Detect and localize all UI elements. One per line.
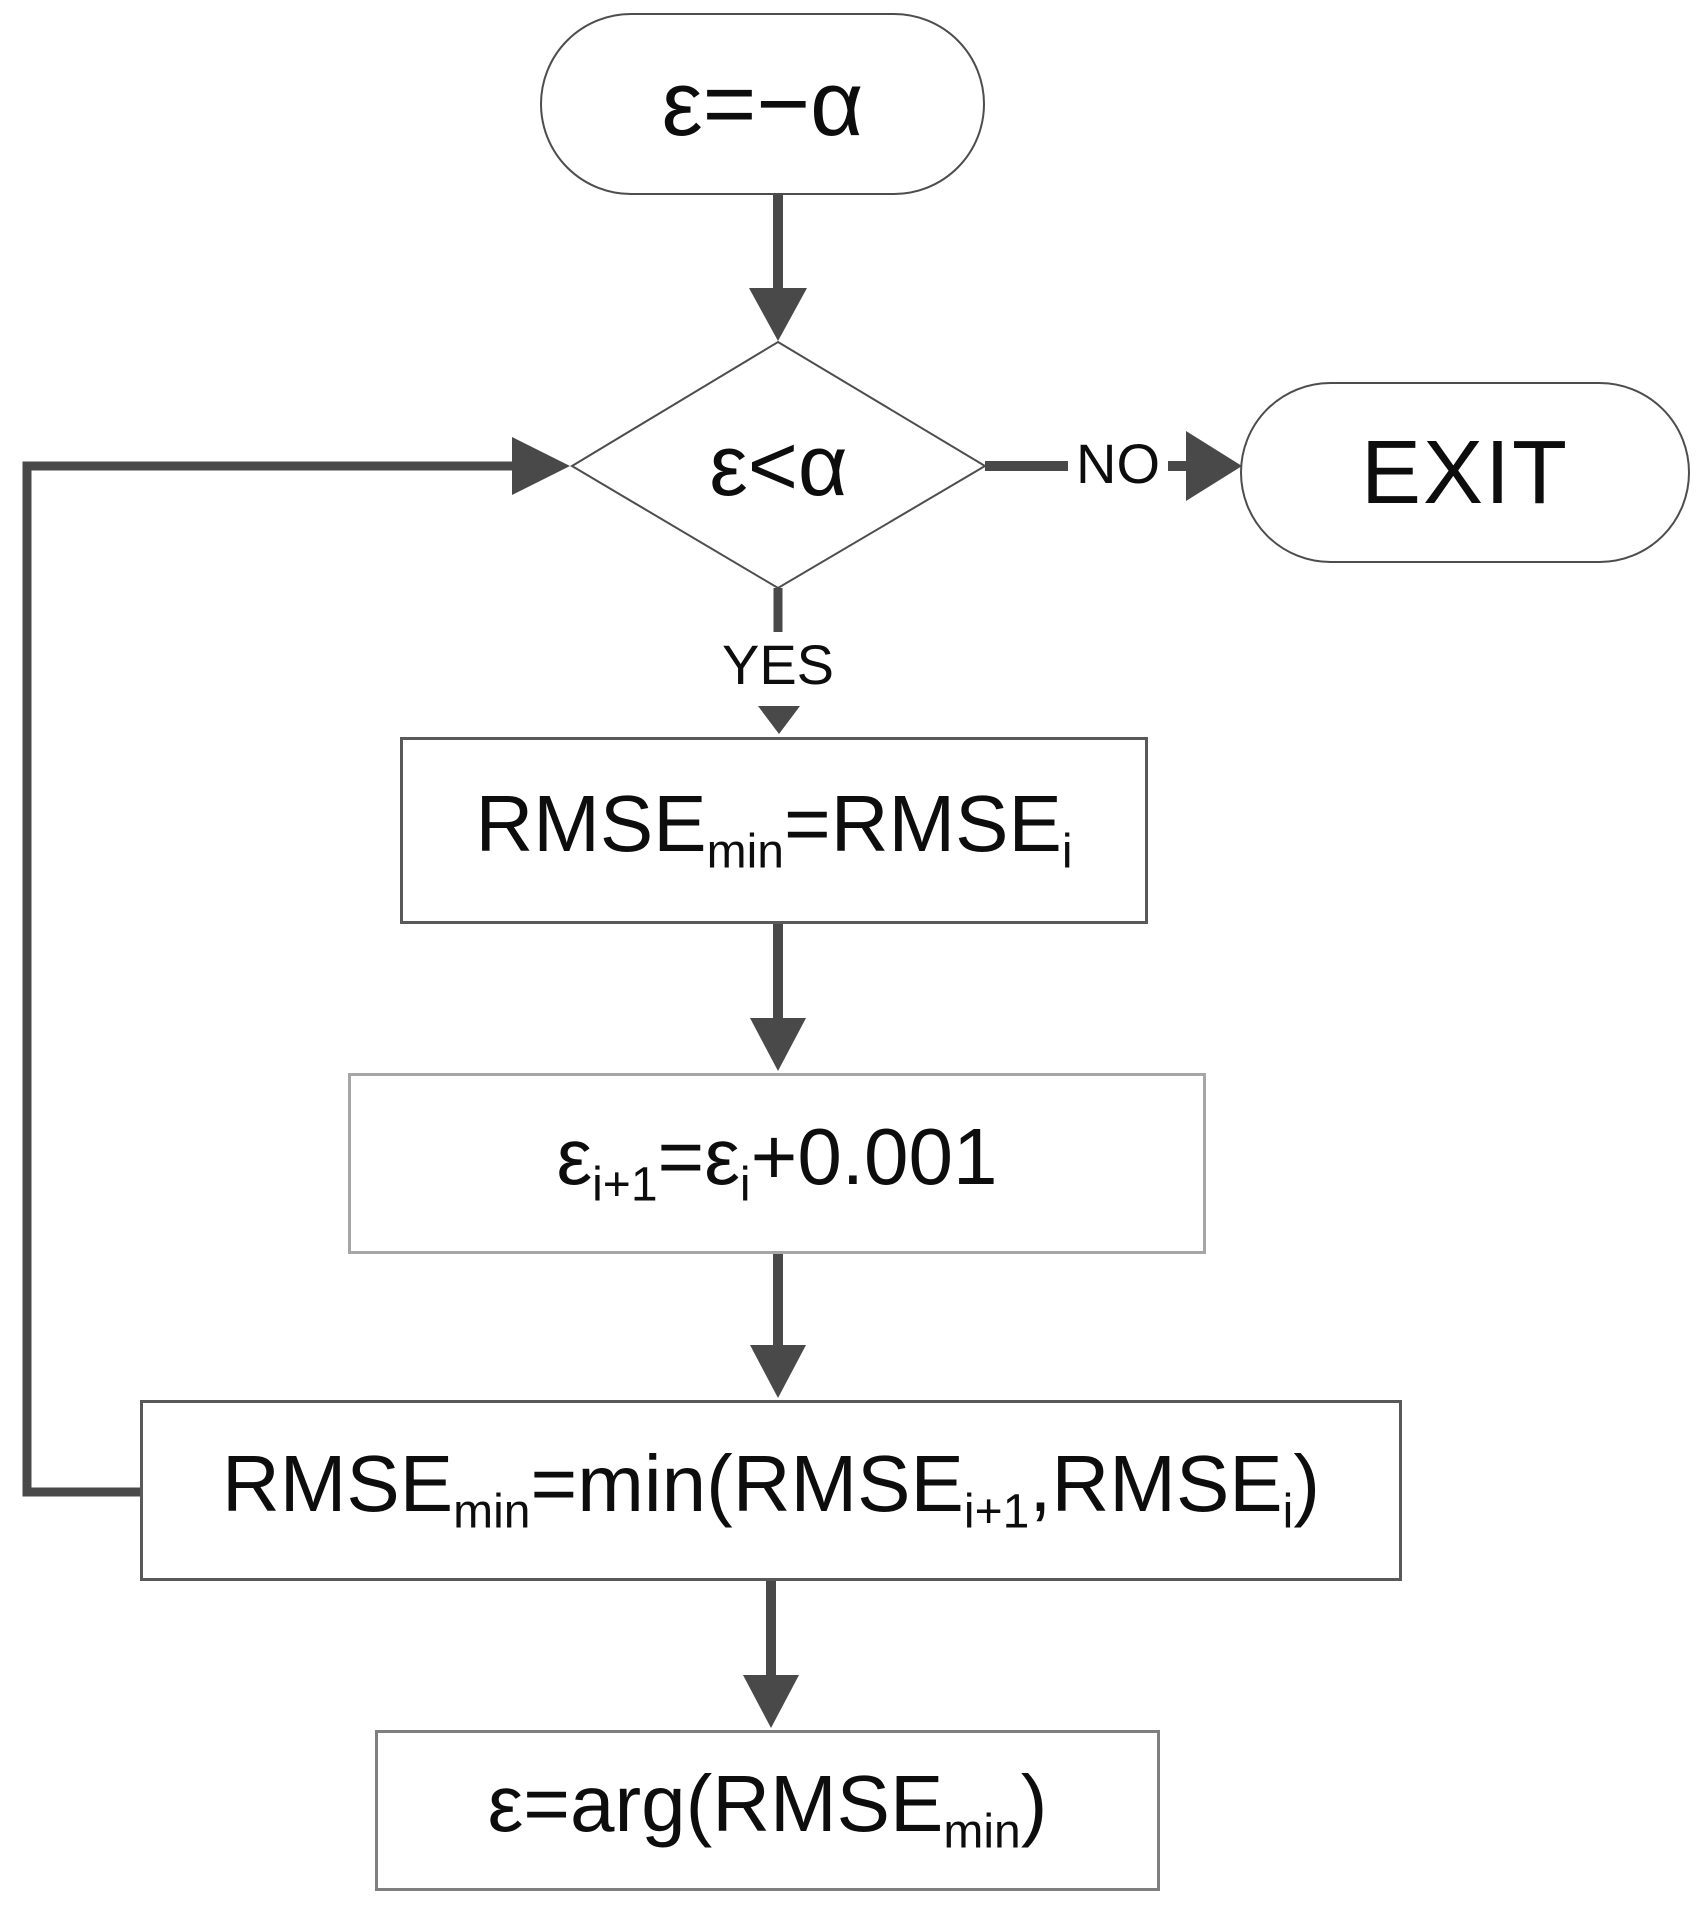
exit-node: EXIT [1240, 382, 1690, 563]
process-rmse-min-label: RMSEmin=min(RMSEi+1,RMSEi) [222, 1439, 1320, 1539]
process-rmse-init-node: RMSEmin=RMSEi [400, 737, 1148, 924]
loop-back-connector-line [22, 461, 512, 1497]
process-epsilon-increment-node: εi+1=εi+0.001 [348, 1073, 1206, 1254]
no-edge-label: NO [1068, 432, 1168, 496]
arrow-rmse-init-to-increment-head [750, 1018, 806, 1071]
loop-back-connector-head [512, 437, 570, 495]
process-rmse-init-label: RMSEmin=RMSEi [475, 779, 1073, 879]
process-epsilon-increment-label: εi+1=εi+0.001 [556, 1112, 998, 1212]
start-node-label: ε=−α [661, 53, 864, 155]
decision-node-label: ε<α [709, 418, 848, 514]
yes-edge-label: YES [700, 634, 856, 696]
decision-node: ε<α [572, 400, 985, 532]
exit-node-label: EXIT [1360, 422, 1570, 523]
process-epsilon-arg-label: ε=arg(RMSEmin) [487, 1759, 1048, 1859]
start-node: ε=−α [540, 13, 985, 195]
arrow-min-to-arg-head [743, 1675, 799, 1728]
arrow-increment-to-min-head [750, 1345, 806, 1398]
process-rmse-min-node: RMSEmin=min(RMSEi+1,RMSEi) [140, 1400, 1402, 1581]
arrow-decision-to-exit-head [1186, 431, 1242, 501]
arrow-start-to-decision-head [749, 288, 807, 341]
arrow-decision-to-rmse-init-head [758, 706, 800, 734]
process-epsilon-arg-node: ε=arg(RMSEmin) [375, 1730, 1160, 1891]
